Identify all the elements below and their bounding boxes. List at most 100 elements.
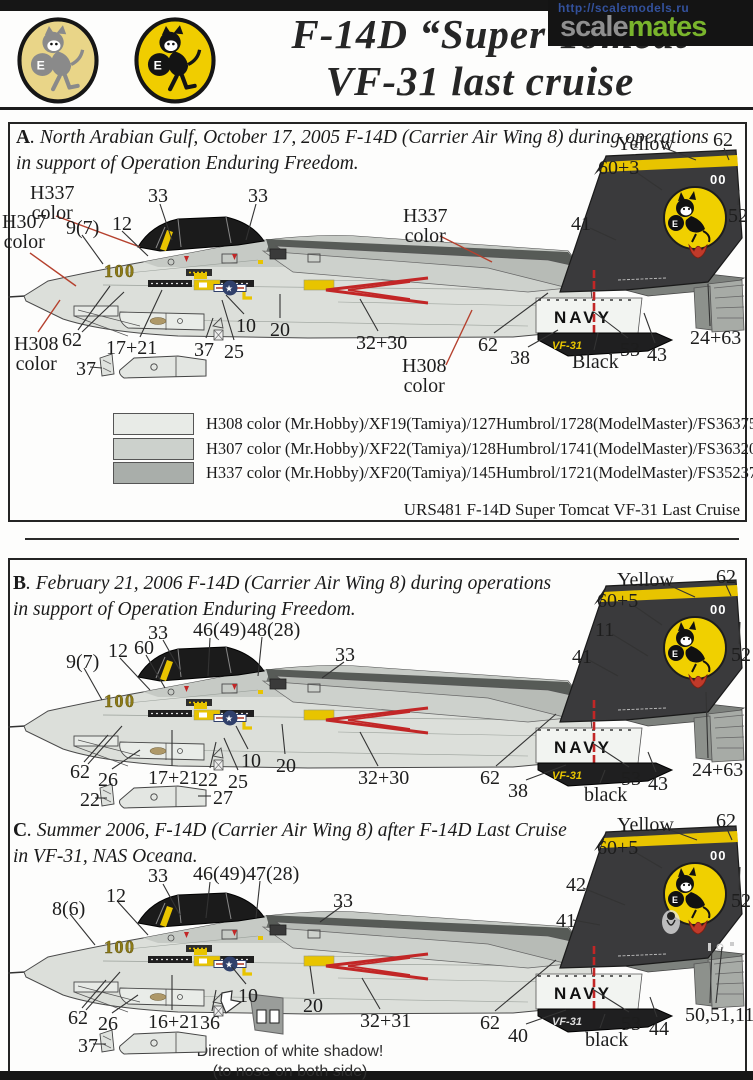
- svg-text:00: 00: [710, 848, 726, 863]
- callout-b-black: black: [584, 784, 628, 806]
- section-a-caption: A. North Arabian Gulf, October 17, 2005 …: [16, 127, 709, 174]
- callout-c-50-51-11: 50,51,11: [685, 1004, 753, 1026]
- callout-b-26: 26: [98, 769, 118, 791]
- callout-b-17+21: 17+21: [148, 767, 200, 789]
- callout-b-43: 43: [648, 773, 668, 795]
- section-divider: [25, 538, 739, 540]
- svg-text:100: 100: [104, 691, 136, 711]
- callout-a-h337-color: H337 color: [30, 182, 75, 224]
- svg-text:NAVY: NAVY: [554, 738, 612, 757]
- svg-text:★: ★: [225, 284, 233, 294]
- callout-c-47-28-: 47(28): [246, 863, 300, 885]
- svg-text:E: E: [672, 649, 678, 659]
- watermark-url[interactable]: http://scalemodels.ru: [558, 1, 690, 15]
- callout-b-22: 22: [198, 769, 218, 791]
- svg-text:100: 100: [104, 261, 136, 281]
- callout-a-black: Black: [572, 351, 619, 373]
- callout-c-36: 36: [200, 1012, 220, 1034]
- callout-a-h308-color: H308 color: [402, 355, 447, 397]
- callout-b-11: 11: [595, 619, 615, 641]
- callout-b-33: 33: [148, 622, 168, 644]
- callout-a-43: 43: [647, 344, 667, 366]
- callout-c-46-49-: 46(49): [193, 863, 247, 885]
- callout-a-32+30: 32+30: [356, 332, 408, 354]
- callout-a-38: 38: [510, 347, 530, 369]
- callout-b-41: 41: [572, 646, 592, 668]
- felix-squadron-logo-left: E: [17, 17, 99, 104]
- callout-a-33: 33: [148, 185, 168, 207]
- callout-c-26: 26: [98, 1013, 118, 1035]
- callout-a-12: 12: [112, 213, 132, 235]
- callout-a-52: 52: [728, 205, 748, 227]
- svg-text:VF-31: VF-31: [552, 770, 582, 782]
- callout-a-25: 25: [224, 341, 244, 363]
- callout-b-20: 20: [276, 755, 296, 777]
- svg-text:00: 00: [710, 602, 726, 617]
- callout-a-60+3: 60+3: [598, 157, 640, 179]
- callout-c-yellow: Yellow: [617, 814, 674, 836]
- callout-b-62: 62: [480, 767, 500, 789]
- callout-a-53: 53: [620, 339, 640, 361]
- svg-text:E: E: [672, 895, 678, 905]
- callout-c-10: 10: [238, 985, 258, 1007]
- callout-a-10: 10: [236, 315, 256, 337]
- callout-b-38: 38: [508, 780, 528, 802]
- callout-c-62: 62: [716, 810, 736, 832]
- svg-text:★: ★: [225, 960, 233, 970]
- svg-text:100: 100: [104, 937, 136, 957]
- callout-b-10: 10: [241, 750, 261, 772]
- callout-b-53: 53: [621, 768, 641, 790]
- svg-text:VF-31: VF-31: [552, 340, 582, 352]
- callout-b-62: 62: [70, 761, 90, 783]
- svg-text:E: E: [154, 58, 162, 72]
- white-shadow-note: Direction of white shadow! (to nose on b…: [196, 1043, 384, 1080]
- callout-a-h308-color: H308 color: [14, 333, 59, 375]
- callout-a-yellow: Yellow: [617, 133, 674, 155]
- callout-c-black: black: [585, 1029, 629, 1051]
- svg-text:VF-31: VF-31: [552, 1016, 582, 1028]
- section-b-caption: B. February 21, 2006 F-14D (Carrier Air …: [13, 573, 552, 620]
- callout-b-12: 12: [108, 640, 128, 662]
- callout-c-62: 62: [480, 1012, 500, 1034]
- callout-c-41: 41: [556, 910, 576, 932]
- callout-b-32+30: 32+30: [358, 767, 410, 789]
- callout-a-62: 62: [62, 329, 82, 351]
- callout-a-41: 41: [571, 213, 591, 235]
- callout-c-52: 52: [731, 890, 751, 912]
- callout-b-62: 62: [716, 566, 736, 588]
- callout-a-33: 33: [248, 185, 268, 207]
- svg-text:★: ★: [225, 714, 233, 724]
- callout-b-yellow: Yellow: [617, 569, 674, 591]
- callout-c-32+31: 32+31: [360, 1010, 412, 1032]
- callout-b-46-49-: 46(49): [193, 619, 247, 641]
- svg-text:NAVY: NAVY: [554, 984, 612, 1003]
- paint-label-h308: H308 color (Mr.Hobby)/XF19(Tamiya)/127Hu…: [206, 414, 753, 433]
- callout-a-20: 20: [270, 319, 290, 341]
- header-rule: [0, 107, 753, 110]
- callout-c-8-6-: 8(6): [52, 898, 86, 920]
- plate-number: URS481 F-14D Super Tomcat VF-31 Last Cru…: [403, 500, 740, 519]
- section-a-box: [8, 122, 747, 522]
- scalemates-watermark: http://scalemodels.ru scalemates: [548, 0, 753, 46]
- svg-text:NAVY: NAVY: [554, 308, 612, 327]
- callout-a-37: 37: [194, 339, 214, 361]
- felix-squadron-logo-right: E: [134, 17, 216, 104]
- bottom-black-bar: [0, 1071, 753, 1080]
- callout-a-h337-color: H337 color: [403, 205, 448, 247]
- callout-b-24+63: 24+63: [692, 759, 744, 781]
- callout-c-42: 42: [566, 874, 586, 896]
- callout-c-33: 33: [333, 890, 353, 912]
- sheet-title-line2: VF-31 last cruise: [325, 58, 635, 104]
- callout-b-22: 22: [80, 789, 100, 811]
- callout-b-60+5: 60+5: [597, 590, 639, 612]
- callout-c-44: 44: [649, 1018, 669, 1040]
- callout-a-17+21: 17+21: [106, 337, 158, 359]
- paint-label-h337: H337 color (Mr.Hobby)/XF20(Tamiya)/145Hu…: [206, 463, 753, 482]
- paint-label-h307: H307 color (Mr.Hobby)/XF22(Tamiya)/128Hu…: [206, 439, 753, 458]
- callout-a-37: 37: [76, 358, 96, 380]
- callout-b-52: 52: [731, 644, 751, 666]
- callout-b-60: 60: [134, 637, 154, 659]
- section-c-caption: C. Summer 2006, F-14D (Carrier Air Wing …: [13, 820, 567, 867]
- callout-c-53: 53: [621, 1013, 641, 1035]
